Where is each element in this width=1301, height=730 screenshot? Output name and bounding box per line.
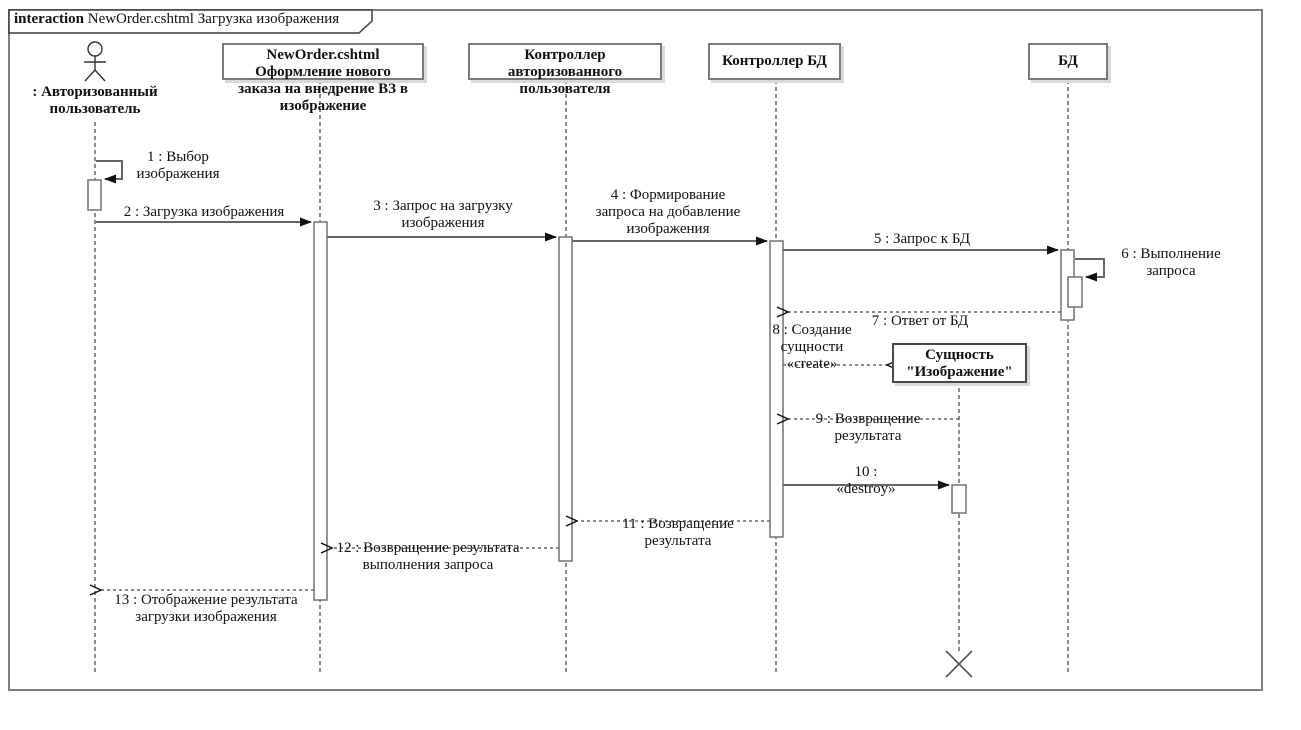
message-label-2: 2 : Загрузка изображения <box>123 204 285 220</box>
message-label-5: 5 : Запрос к БД <box>873 231 971 247</box>
frame-keyword: interaction <box>14 11 84 27</box>
message-label-3: 3 : Запрос на загрузку изображения <box>373 198 513 231</box>
message-label-13: 13 : Отображение результата загрузки изо… <box>114 592 298 625</box>
message-label-1: 1 : Выбор изображения <box>136 149 220 182</box>
lifeline-label-database: БД <box>1058 53 1078 69</box>
message-label-11: 11 : Возвращение результата <box>622 516 734 549</box>
lifeline-label-auth-controller: Контроллер авторизованного пользователя <box>507 47 623 97</box>
interaction-frame <box>8 9 1263 691</box>
lifeline-box-db-controller: Контроллер БД <box>708 43 841 80</box>
message-label-8: 8 : Создание сущности «create» <box>772 322 852 372</box>
frame-tab-label: interaction NewOrder.cshtml Загрузка изо… <box>14 11 339 28</box>
lifeline-label-neworder: NewOrder.cshtml Оформление нового заказа… <box>238 47 408 114</box>
lifeline-box-neworder: NewOrder.cshtml Оформление нового заказа… <box>222 43 424 114</box>
message-label-7: 7 : Ответ от БД <box>871 313 969 329</box>
message-label-4: 4 : Формирование запроса на добавление и… <box>595 187 741 237</box>
message-label-9: 9 : Возвращение результата <box>815 411 921 444</box>
lifeline-label-user: : Авторизованный пользователь <box>32 84 158 117</box>
message-label-10: 10 : «destroy» <box>836 464 896 497</box>
entity-box: Сущность "Изображение" <box>892 343 1027 383</box>
lifeline-box-database: БД <box>1028 43 1108 80</box>
message-label-12: 12 : Возвращение результата выполнения з… <box>336 540 520 573</box>
lifeline-label-db-controller: Контроллер БД <box>722 53 827 69</box>
message-label-6: 6 : Выполнение запроса <box>1121 246 1221 279</box>
frame-title: NewOrder.cshtml Загрузка изображения <box>87 11 340 27</box>
entity-label: Сущность "Изображение" <box>906 347 1013 380</box>
lifeline-box-auth-controller: Контроллер авторизованного пользователя <box>468 43 662 97</box>
